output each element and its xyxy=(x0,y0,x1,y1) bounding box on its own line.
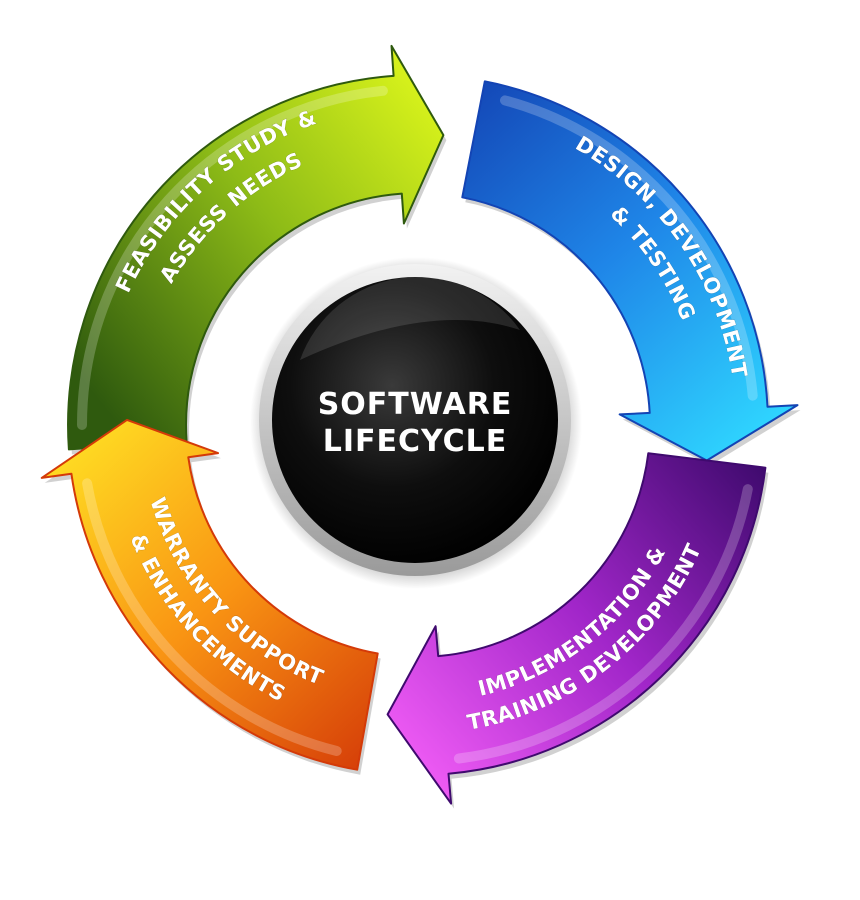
arrow-design-gloss xyxy=(500,95,758,401)
center-hub: SOFTWARE LIFECYCLE xyxy=(250,257,582,589)
center-gloss xyxy=(300,276,520,360)
arrow-design xyxy=(461,80,799,462)
arrow-implementation xyxy=(386,452,767,805)
center-title-line1: SOFTWARE xyxy=(318,387,513,422)
center-disc xyxy=(272,277,558,563)
center-title-line2: LIFECYCLE xyxy=(323,424,508,459)
arrow-feasibility-gloss xyxy=(77,85,388,430)
arrow-warranty xyxy=(40,418,379,771)
arrow-warranty-gloss xyxy=(82,478,342,756)
arrow-feasibility xyxy=(67,44,445,451)
arrow-implementation-gloss xyxy=(453,484,753,764)
arrows-layer xyxy=(40,44,801,809)
